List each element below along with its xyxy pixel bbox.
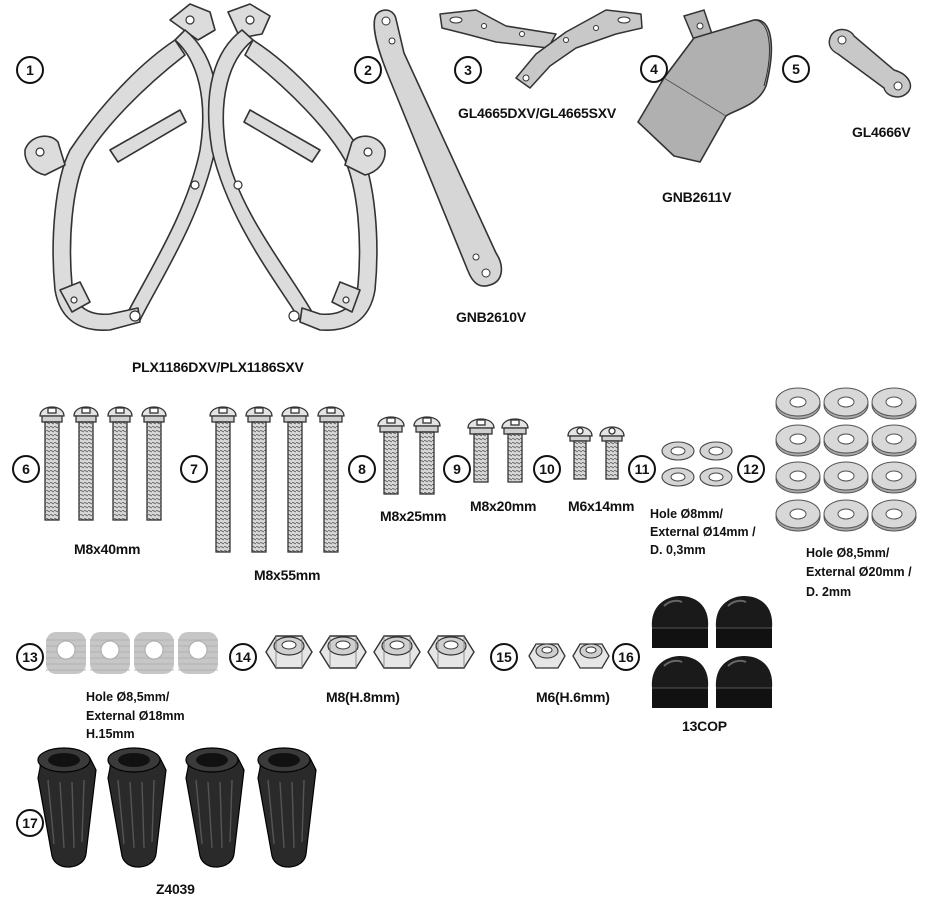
label-part-14: M8(H.8mm) [326,689,400,705]
label-part-1: PLX1186DXV/PLX1186SXV [132,359,304,375]
label-part-17: Z4039 [156,881,195,897]
frame-rack-image [24,3,386,331]
label-part-10: M6x14mm [568,498,635,514]
callout-9: 9 [443,455,471,483]
callout-13: 13 [16,643,44,671]
label-part-11-line-1: Hole Ø8mm/ [650,507,723,521]
label-part-12-line-1: Hole Ø8,5mm/ [806,546,890,560]
label-part-7: M8x55mm [254,567,321,583]
callout-7: 7 [180,455,208,483]
label-part-13-line-2: External Ø18mm [86,709,185,723]
link-plate-image [828,28,912,98]
callout-4: 4 [640,55,668,83]
label-part-15: M6(H.6mm) [536,689,610,705]
callout-11: 11 [628,455,656,483]
nut-caps-image [650,595,774,709]
nuts-m6-image [528,643,610,669]
label-part-9: M8x20mm [470,498,537,514]
bolts-m6x14-image [567,426,625,480]
callout-8: 8 [348,455,376,483]
callout-10: 10 [533,455,561,483]
nuts-m8-image [265,635,475,669]
callout-5: 5 [782,55,810,83]
thin-washers-image [661,441,733,487]
callout-17: 17 [16,809,44,837]
label-part-13-line-1: Hole Ø8,5mm/ [86,690,170,704]
bolts-m8x55-image [209,406,345,553]
angled-housing-image [637,9,773,163]
label-part-16: 13COP [682,718,727,734]
callout-15: 15 [490,643,518,671]
rubber-sleeves-image [37,747,317,868]
callout-12: 12 [737,455,765,483]
bracket-plates-image [439,9,643,89]
thick-washers-image [775,387,917,532]
label-part-3: GL4665DXV/GL4665SXV [458,105,617,121]
label-part-13-line-3: H.15mm [86,727,135,741]
label-part-2: GNB2610V [456,309,526,325]
label-part-12-line-3: D. 2mm [806,585,852,599]
label-part-12-line-2: External Ø20mm / [806,565,912,579]
label-part-5: GL4666V [852,124,911,140]
callout-1: 1 [16,56,44,84]
callout-14: 14 [229,643,257,671]
label-part-11-line-2: External Ø14mm / [650,525,756,539]
spacers-image [45,631,219,675]
callout-2: 2 [354,56,382,84]
bolts-m8x40-image [39,406,167,521]
callout-3: 3 [454,56,482,84]
callout-6: 6 [12,455,40,483]
label-part-4: GNB2611V [662,189,732,205]
bolts-m8x25-image [377,416,441,495]
label-part-11-line-3: D. 0,3mm [650,543,706,557]
callout-16: 16 [612,643,640,671]
bolts-m8x20-image [467,418,529,483]
support-bar-image [373,9,503,287]
label-part-6: M8x40mm [74,541,141,557]
label-part-8: M8x25mm [380,508,447,524]
